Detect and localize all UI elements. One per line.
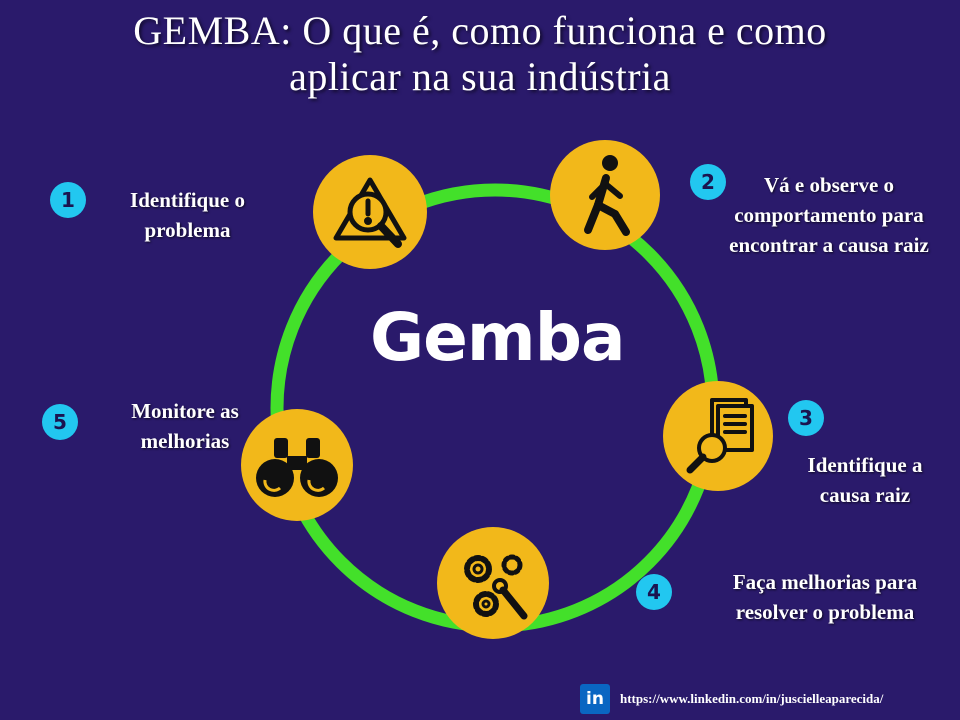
walking-person-icon: [584, 155, 630, 236]
step-badge-4: 4: [636, 574, 672, 610]
step-4-line-1: Faça melhorias para: [732, 570, 918, 594]
step-3-line-1: Identifique a: [807, 453, 923, 477]
step-text-2: Vá e observe o comportamento para encont…: [700, 170, 958, 260]
step-1-line-1: Identifique o: [130, 188, 245, 212]
step-3-line-2: causa raiz: [819, 483, 911, 507]
binoculars-icon: [256, 438, 338, 497]
step-text-1: Identifique o problema: [95, 185, 280, 245]
center-label: Gemba: [370, 299, 626, 376]
step-5-line-1: Monitore as: [131, 399, 239, 423]
step-text-5: Monitore as melhorias: [100, 396, 270, 456]
step-node-2: [550, 140, 660, 250]
step-node-4: [437, 527, 549, 639]
document-magnifier-icon: [686, 398, 754, 474]
linkedin-url-link[interactable]: https://www.linkedin.com/in/juscielleapa…: [620, 691, 884, 706]
step-node-5: [241, 409, 353, 521]
title-line-2: aplicar na sua indústria: [289, 54, 671, 99]
step-badge-2: 2: [690, 164, 726, 200]
step-5-line-2: melhorias: [140, 429, 230, 453]
step-2-line-2: comportamento para: [734, 203, 924, 227]
linkedin-icon[interactable]: in: [580, 684, 610, 714]
step-node-3: [663, 381, 773, 491]
gears-wrench-icon: [464, 554, 528, 620]
step-2-line-1: Vá e observe o: [763, 173, 895, 197]
step-badge-3: 3: [788, 400, 824, 436]
step-badge-5: 5: [42, 404, 78, 440]
step-2-line-3: encontrar a causa raiz: [729, 233, 929, 257]
footer-linkedin[interactable]: in https://www.linkedin.com/in/juscielle…: [580, 684, 883, 714]
step-1-line-2: problema: [144, 218, 231, 242]
warning-magnifier-icon: [333, 177, 407, 248]
step-node-1: [313, 155, 427, 269]
step-text-3: Identifique a causa raiz: [770, 450, 960, 510]
page-title: GEMBA: O que é, como funciona e como apl…: [0, 8, 960, 100]
step-4-line-2: resolver o problema: [735, 600, 915, 624]
step-badge-1: 1: [50, 182, 86, 218]
step-text-4: Faça melhorias para resolver o problema: [700, 567, 950, 627]
title-line-1: GEMBA: O que é, como funciona e como: [133, 8, 827, 53]
